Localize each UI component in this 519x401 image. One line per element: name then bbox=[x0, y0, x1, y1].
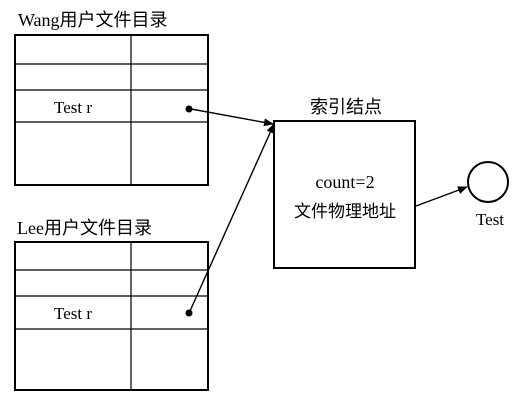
file-node: Test bbox=[467, 161, 509, 229]
wang-entry-name: Test r bbox=[54, 98, 92, 117]
index-to-file-arrow bbox=[415, 186, 468, 207]
index-node-count: count=2 bbox=[315, 172, 374, 192]
index-node-box bbox=[273, 120, 416, 269]
lee-entry-name: Test r bbox=[54, 304, 92, 323]
index-node-address: 文件物理地址 bbox=[294, 202, 396, 222]
wang-directory-frame bbox=[14, 34, 209, 186]
wang-pointer-dot bbox=[185, 105, 193, 113]
lee-directory-frame bbox=[14, 241, 209, 391]
wang-to-index-arrow bbox=[190, 108, 274, 127]
wang-directory-title: Wang用户文件目录 bbox=[18, 10, 168, 30]
index-node-title: 索引结点 bbox=[310, 97, 382, 118]
lee-directory: Lee用户文件目录 Test r bbox=[14, 218, 209, 391]
wang-directory: Wang用户文件目录 Test r bbox=[14, 10, 209, 186]
lee-to-index-arrow bbox=[189, 123, 275, 312]
file-label: Test bbox=[476, 210, 504, 229]
file-circle bbox=[467, 161, 509, 203]
index-node: 索引结点 count=2 文件物理地址 bbox=[273, 97, 416, 269]
lee-pointer-dot bbox=[185, 309, 193, 317]
lee-directory-title: Lee用户文件目录 bbox=[17, 218, 152, 238]
